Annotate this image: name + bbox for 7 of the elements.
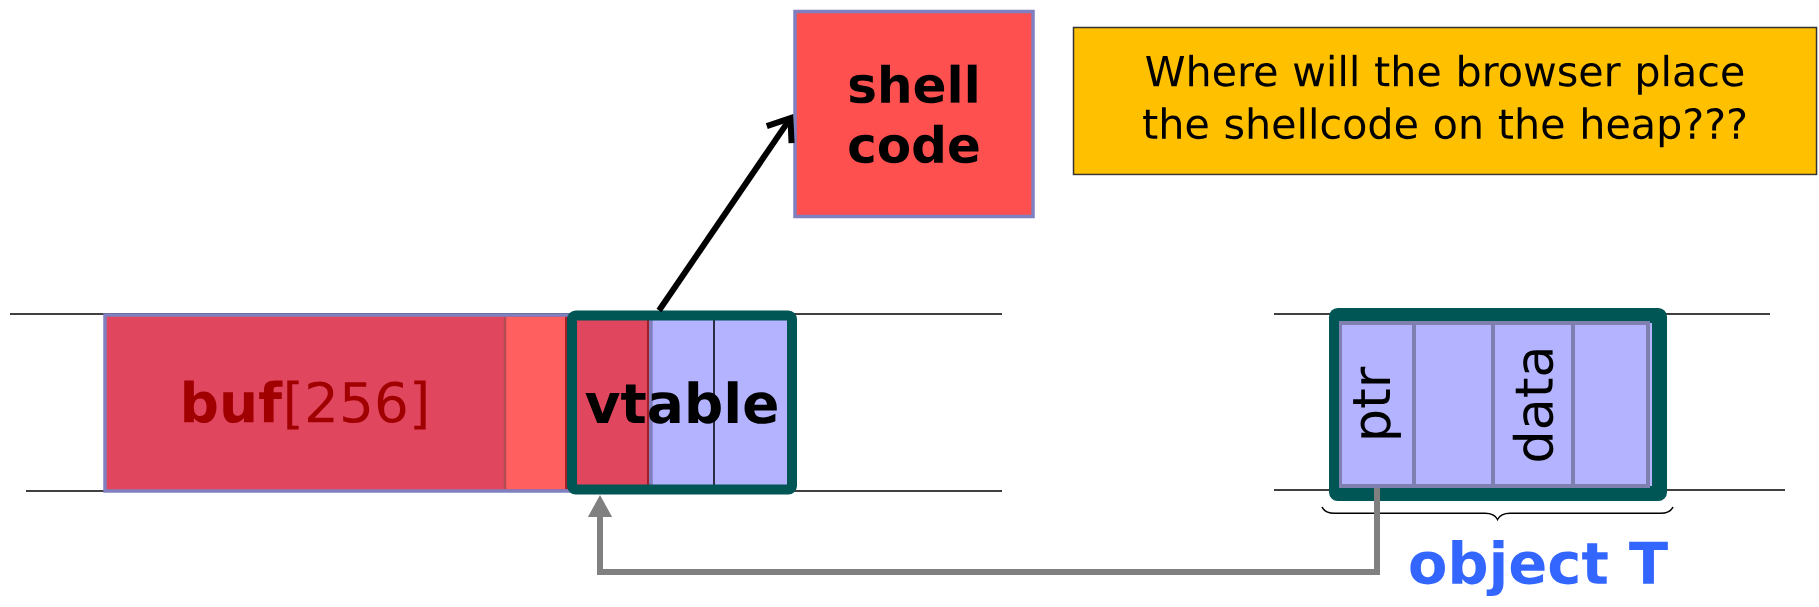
arrow <box>587 488 1380 575</box>
note-box: Where will the browser place the shellcode on the heap??? <box>1072 26 1818 176</box>
field-cell: ptr <box>1338 321 1416 488</box>
shellcode-box: shell code <box>793 9 1035 219</box>
field-cell: data <box>1491 321 1575 488</box>
object-label: object T <box>1410 539 1668 597</box>
arrow <box>656 114 795 313</box>
